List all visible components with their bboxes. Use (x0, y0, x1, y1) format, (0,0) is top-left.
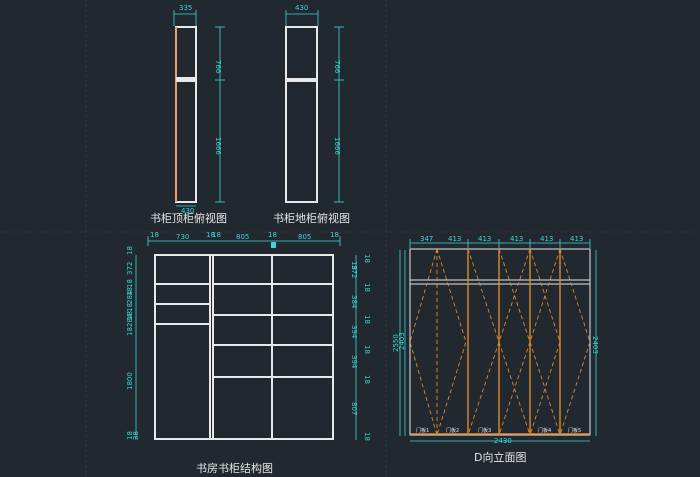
dim-top-width: 335 (179, 4, 192, 12)
struct-right-dim-3: 18 (363, 283, 371, 292)
struct-right-dim-6: 394 (350, 325, 358, 339)
struct-left-dim-6: 18 (126, 311, 134, 320)
door-label-1: 门板1 (416, 427, 429, 434)
struct-top-dim-4: 805 (236, 233, 249, 241)
struct-top-dim-7: 18 (330, 231, 339, 239)
door-label-4: 门板4 (538, 427, 551, 434)
struct-left-dim-9: 1800 (126, 372, 134, 390)
struct-top-dim-0: 18 (150, 231, 159, 239)
struct-left-dim-1: 372 (126, 262, 134, 275)
structure-view: 18 730 18 18 805 18 805 18 18 372 18 18 … (126, 231, 371, 475)
struct-right-dim-2: 372 (350, 265, 358, 278)
top-cabinet-outline (175, 26, 197, 203)
elev-top-dim-0: 347 (420, 235, 433, 243)
top-cabinet-plan-view: 335 766 1666 430 书柜顶柜俯视图 (150, 4, 227, 225)
floor-cabinet-plan-view: 430 766 1666 书柜地柜俯视图 (273, 4, 350, 225)
struct-right-dim-10: 807 (350, 402, 358, 415)
struct-left-dim-8: 18 (126, 327, 134, 336)
floor-cabinet-outline (285, 26, 318, 203)
structure-label: 书房书柜结构图 (196, 461, 273, 475)
elevation-d-label: D向立面图 (474, 450, 526, 464)
dim-top-upper: 766 (214, 60, 222, 74)
door-label-2: 门板2 (446, 427, 459, 434)
struct-left-dim-7: 284 (126, 313, 134, 327)
elev-top-dim-2: 413 (478, 235, 491, 243)
struct-left-dim-0: 18 (126, 246, 134, 255)
door-label-5: 门板5 (568, 427, 581, 434)
struct-right-dim-4: 384 (350, 295, 358, 309)
struct-left-dims: 18 372 18 18 284 18 18 284 18 1800 18 38 (126, 246, 140, 440)
struct-top-dim-3: 18 (212, 231, 221, 239)
elev-top-dim-3: 413 (510, 235, 523, 243)
struct-right-dims: 18 18 372 18 384 18 394 18 394 18 807 18 (350, 254, 371, 441)
elevation-frame (409, 248, 591, 436)
dim-floor-upper: 766 (333, 60, 341, 74)
struct-left-dim-4: 284 (126, 290, 134, 304)
floor-cabinet-plan-label: 书柜地柜俯视图 (273, 211, 350, 225)
struct-right-dim-11: 18 (363, 432, 371, 441)
elev-height-right: 2403 (591, 336, 599, 354)
struct-top-dim-2: 18 (206, 231, 215, 239)
elev-height-left: 2550 (392, 334, 400, 352)
elev-top-dim-4: 413 (540, 235, 553, 243)
door-label-3: 门板3 (478, 427, 491, 434)
dim-floor-lower: 1666 (333, 137, 341, 155)
struct-right-dim-5: 18 (363, 315, 371, 324)
door-swing-lines (409, 248, 591, 436)
struct-right-dim-7: 18 (363, 345, 371, 354)
struct-top-dim-1: 730 (176, 233, 189, 241)
elev-top-dim-1: 413 (448, 235, 461, 243)
struct-left-dim-3: 18 (126, 287, 134, 296)
struct-right-dim-0: 18 (350, 261, 358, 270)
floor-cabinet-shelf (286, 78, 317, 82)
elevation-d-view: 347 413 413 413 413 413 2550 2403 2403 (392, 235, 599, 464)
dim-top-lower: 1666 (214, 137, 222, 155)
elev-height-left2: 2403 (398, 332, 406, 350)
struct-right-dim-9: 18 (363, 375, 371, 384)
door-labels: 门板1 门板2 门板3 门板4 门板5 (416, 427, 581, 434)
dim-top-bottom: 430 (181, 207, 194, 215)
struct-left-dim-2: 18 (126, 279, 134, 288)
elev-top-dim-5: 413 (570, 235, 583, 243)
elev-bottom-total: 2430 (494, 437, 512, 445)
top-cabinet-shelf (176, 77, 196, 82)
struct-right-dim-1: 18 (363, 254, 371, 263)
struct-right-dim-8: 394 (350, 355, 358, 369)
struct-top-dim-6: 805 (298, 233, 311, 241)
struct-left-dim-5: 18 (126, 303, 134, 312)
struct-left-dim-10: 18 (126, 431, 134, 440)
struct-top-dim-5: 18 (268, 231, 277, 239)
structure-frame (154, 254, 334, 440)
dim-floor-width: 430 (295, 4, 308, 12)
struct-left-dim-11: 38 (132, 431, 140, 440)
top-cabinet-plan-label: 书柜顶柜俯视图 (150, 211, 227, 225)
